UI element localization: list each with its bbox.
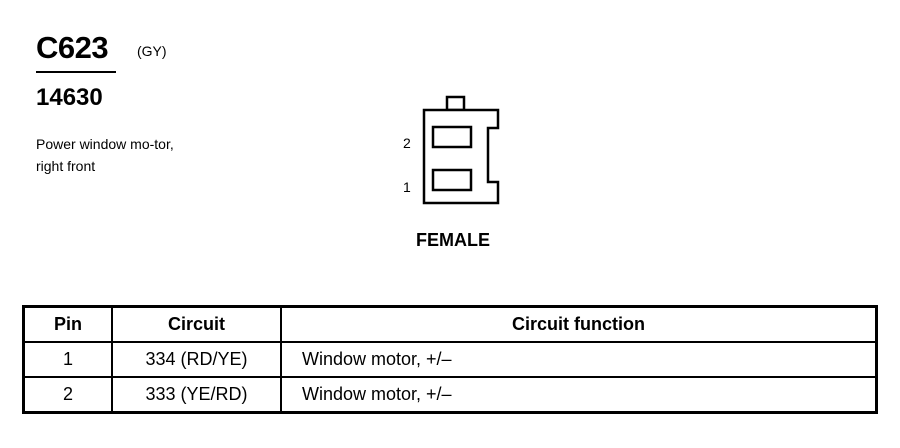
pin-table: Pin Circuit Circuit function 1 334 (RD/Y…: [22, 305, 878, 414]
connector-id-underline: [36, 71, 116, 73]
table-row: 2 333 (YE/RD) Window motor, +/–: [22, 376, 878, 414]
connector-lock-tab: [445, 95, 466, 112]
cell-circuit: 333 (YE/RD): [111, 376, 282, 414]
table-row: 1 334 (RD/YE) Window motor, +/–: [22, 341, 878, 378]
table-header-row: Pin Circuit Circuit function: [22, 305, 878, 343]
connector-face-diagram: 2 1: [403, 95, 500, 205]
cell-circuit: 334 (RD/YE): [111, 341, 282, 378]
header-pin: Pin: [22, 305, 113, 343]
connector-id: C623: [36, 30, 109, 65]
cell-circuit-function: Window motor, +/–: [280, 341, 878, 378]
part-number: 14630: [36, 84, 103, 111]
pin-label-1: 1: [403, 179, 411, 195]
pin-cavity-2: [431, 125, 473, 149]
header-circuit: Circuit: [111, 305, 282, 343]
cell-circuit-function: Window motor, +/–: [280, 376, 878, 414]
pin-label-2: 2: [403, 135, 411, 151]
header-circuit-function: Circuit function: [280, 305, 878, 343]
pin-cavity-1: [431, 168, 473, 192]
connector-description: Power window mo-tor, right front: [36, 136, 174, 174]
color-code: (GY): [137, 43, 167, 59]
gender-label: FEMALE: [416, 230, 490, 250]
cell-pin: 2: [22, 376, 113, 414]
cell-pin: 1: [22, 341, 113, 378]
